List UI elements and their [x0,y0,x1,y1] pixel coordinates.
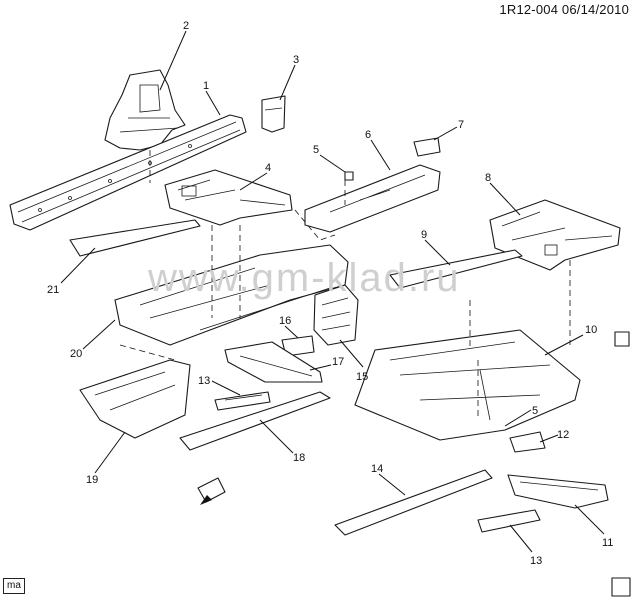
front-direction-icon [197,477,226,505]
part-14-sill [334,469,493,536]
callout-9: 9 [421,229,427,241]
callout-6: 6 [365,129,371,141]
corner-symbol-icon [611,577,631,597]
callout-21: 21 [47,284,59,296]
part-17-center-support [224,341,323,383]
callout-10: 10 [585,324,597,336]
reference-logo-icon [614,331,630,347]
part-13-brace-b [477,509,541,533]
callout-17: 17 [332,356,344,368]
footer-tag: ma [3,578,25,594]
callout-11: 11 [602,537,613,549]
callout-12: 12 [557,429,569,441]
watermark: www.gm-klad.ru [148,256,461,300]
callout-5b: 5 [532,405,538,417]
callout-5: 5 [313,144,319,156]
callout-7: 7 [458,119,464,131]
callout-19: 19 [86,474,98,486]
callout-20: 20 [70,348,82,360]
callout-1: 1 [203,80,209,92]
callout-15: 15 [356,371,368,383]
part-12-bracket [509,431,546,453]
part-5-fastener-a [344,171,354,181]
part-6-tunnel-bracket [304,164,441,233]
callout-13b: 13 [530,555,542,567]
callout-18: 18 [293,452,305,464]
leader-lines [60,30,605,553]
callout-14: 14 [371,463,383,475]
part-18-sill [179,391,331,451]
callout-3: 3 [293,54,299,66]
part-15-seat-bracket [313,284,359,346]
part-19-seat-pan [79,359,191,439]
callout-2: 2 [183,20,189,32]
header-reference: 1R12-004 06/14/2010 [499,2,629,17]
part-4-crossmember [164,169,293,226]
part-9-rear-reinforcement [389,249,523,289]
part-21-front-reinforcement [69,219,201,257]
callout-8: 8 [485,172,491,184]
part-11-rear-reinforcement [507,474,609,509]
part-10-rear-floor [354,329,581,441]
part-13-brace-a [214,391,271,411]
part-3-bracket [261,95,286,133]
callout-16: 16 [279,315,291,327]
part-20-front-floor [114,244,349,346]
part-1-rocker [9,114,247,231]
assembly-lines [119,150,571,420]
part-7-clip [413,137,441,157]
callout-4: 4 [265,162,271,174]
callout-13a: 13 [198,375,210,387]
callout-labels: 2 1 3 5 6 7 4 8 9 21 20 16 10 17 15 13 5… [47,20,613,567]
